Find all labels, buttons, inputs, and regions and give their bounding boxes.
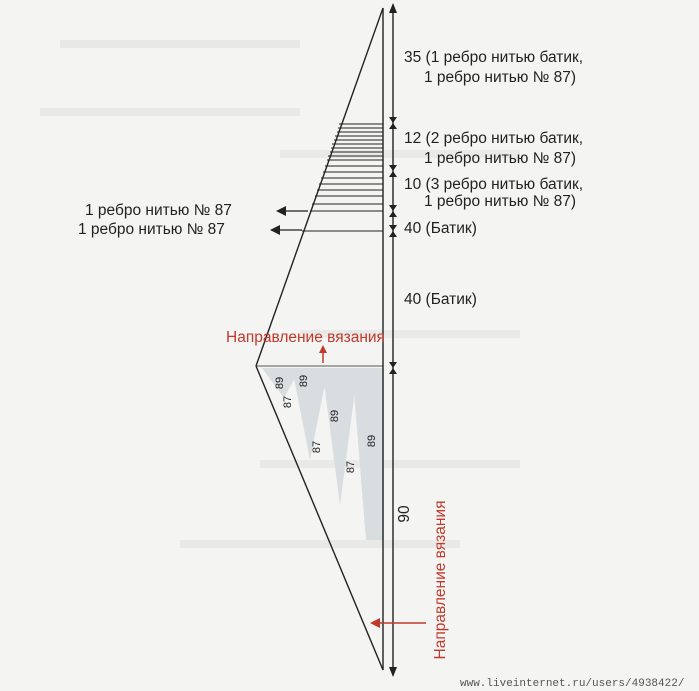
background-ghost-text: [40, 40, 520, 548]
tick-icon: [389, 117, 397, 123]
direction-arrow-top: [319, 345, 327, 363]
label-12-line1: 12 (2 ребро нитью батик,: [404, 130, 583, 147]
wedge-1: [262, 368, 300, 398]
axis-arrow-down-icon: [389, 667, 397, 677]
wedge-numbers: 89 87 89 87 89 87 89: [274, 375, 378, 473]
arrow-left-icon: [370, 618, 380, 628]
axis-arrow-up-icon: [389, 3, 397, 13]
label-35-line1: 35 (1 ребро нитью батик,: [404, 49, 583, 66]
top-diagonal: [255, 7, 384, 367]
wedge-2: [292, 368, 328, 460]
watermark-url: www.liveinternet.ru/users/4938422/: [460, 678, 684, 690]
tick-icon: [389, 368, 397, 374]
direction-arrow-bottom: [370, 618, 426, 628]
bottom-diagonal: [255, 365, 384, 671]
wedge-number: 89: [274, 377, 286, 389]
tick-icon: [389, 225, 397, 231]
label-40-batik-b: 40 (Батик): [404, 291, 477, 308]
label-10-line1: 10 (3 ребро нитью батик,: [404, 176, 583, 193]
tick-icon: [389, 205, 397, 211]
tick-icon: [389, 211, 397, 217]
wedge-3: [322, 368, 358, 505]
stripe-lines: [302, 123, 383, 232]
label-left-rib-2: 1 ребро нитью № 87: [78, 221, 225, 238]
tick-icon: [389, 123, 397, 129]
tick-icon: [389, 231, 397, 237]
arrow-left-icon: [270, 225, 280, 235]
wedge-number: 89: [298, 375, 310, 387]
tick-icon: [389, 171, 397, 177]
wedge-number: 87: [311, 441, 323, 453]
label-left-rib-1: 1 ребро нитью № 87: [85, 202, 232, 219]
wedge-number: 89: [329, 410, 341, 422]
direction-label-top: Направление вязания: [226, 329, 385, 346]
axis-ticks: [389, 117, 397, 374]
label-35-line2: 1 ребро нитью № 87): [424, 69, 576, 86]
wedge-number: 87: [345, 461, 357, 473]
right-axis: [389, 3, 397, 677]
arrow-up-icon: [319, 345, 327, 353]
label-40-batik-a: 40 (Батик): [404, 220, 477, 237]
label-12-line2: 1 ребро нитью № 87): [424, 150, 576, 167]
wedge-number: 89: [366, 435, 378, 447]
triangle-outline: [255, 7, 384, 671]
label-10-line2: 1 ребро нитью № 87): [424, 193, 576, 210]
tick-icon: [389, 165, 397, 171]
wedge-stripes: [262, 368, 384, 540]
wedge-number: 87: [282, 396, 294, 408]
left-arrows: [270, 206, 308, 235]
tick-icon: [389, 362, 397, 368]
arrow-left-icon: [276, 206, 286, 216]
wedge-4: [352, 368, 384, 540]
direction-label-bottom: Направление вязания: [432, 501, 449, 660]
label-90: 90: [396, 505, 413, 523]
